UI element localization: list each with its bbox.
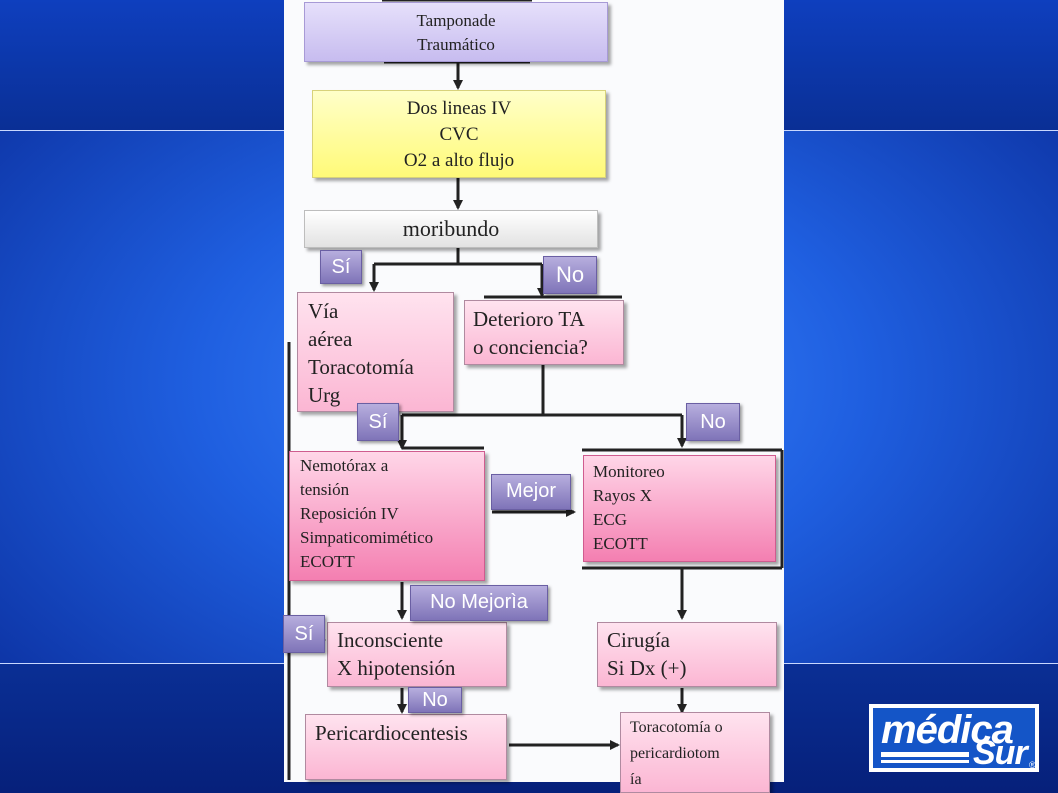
node-pericardiocentesis: Pericardiocentesis — [305, 714, 507, 780]
node-deterioro: Deterioro TA o conciencia? — [464, 300, 624, 365]
label-si-moribundo: Sí — [320, 250, 362, 284]
node-tamponade: Tamponade Traumático — [304, 2, 608, 62]
node-monitoreo: Monitoreo Rayos X ECG ECOTT — [583, 455, 776, 562]
node-nemotorax: Nemotórax a tensión Reposición IV Simpat… — [289, 451, 485, 581]
node-inconsciente: Inconsciente X hipotensión — [327, 622, 507, 687]
label-si-deterioro: Sí — [357, 403, 399, 441]
flowchart-connectors — [287, 0, 784, 780]
node-moribundo: moribundo — [304, 210, 598, 248]
node-cirugia: Cirugía Si Dx (+) — [597, 622, 777, 687]
label-no-deterioro: No — [686, 403, 740, 441]
label-no-inconsciente: No — [408, 687, 462, 713]
node-via-aerea: Vía aérea Toracotomía Urg — [297, 292, 454, 412]
label-no-mejoria: No Mejorìa — [410, 585, 548, 621]
node-lineas: Dos lineas IV CVC O2 a alto flujo — [312, 90, 606, 178]
medica-sur-logo: médica Sur ® — [869, 704, 1039, 772]
label-no-moribundo: No — [543, 256, 597, 294]
label-si-inconsciente: Sí — [283, 615, 325, 653]
label-mejor: Mejor — [491, 474, 571, 510]
node-toracotomia-pericardiotomia: Toracotomía o pericardiotom ía — [620, 712, 770, 793]
